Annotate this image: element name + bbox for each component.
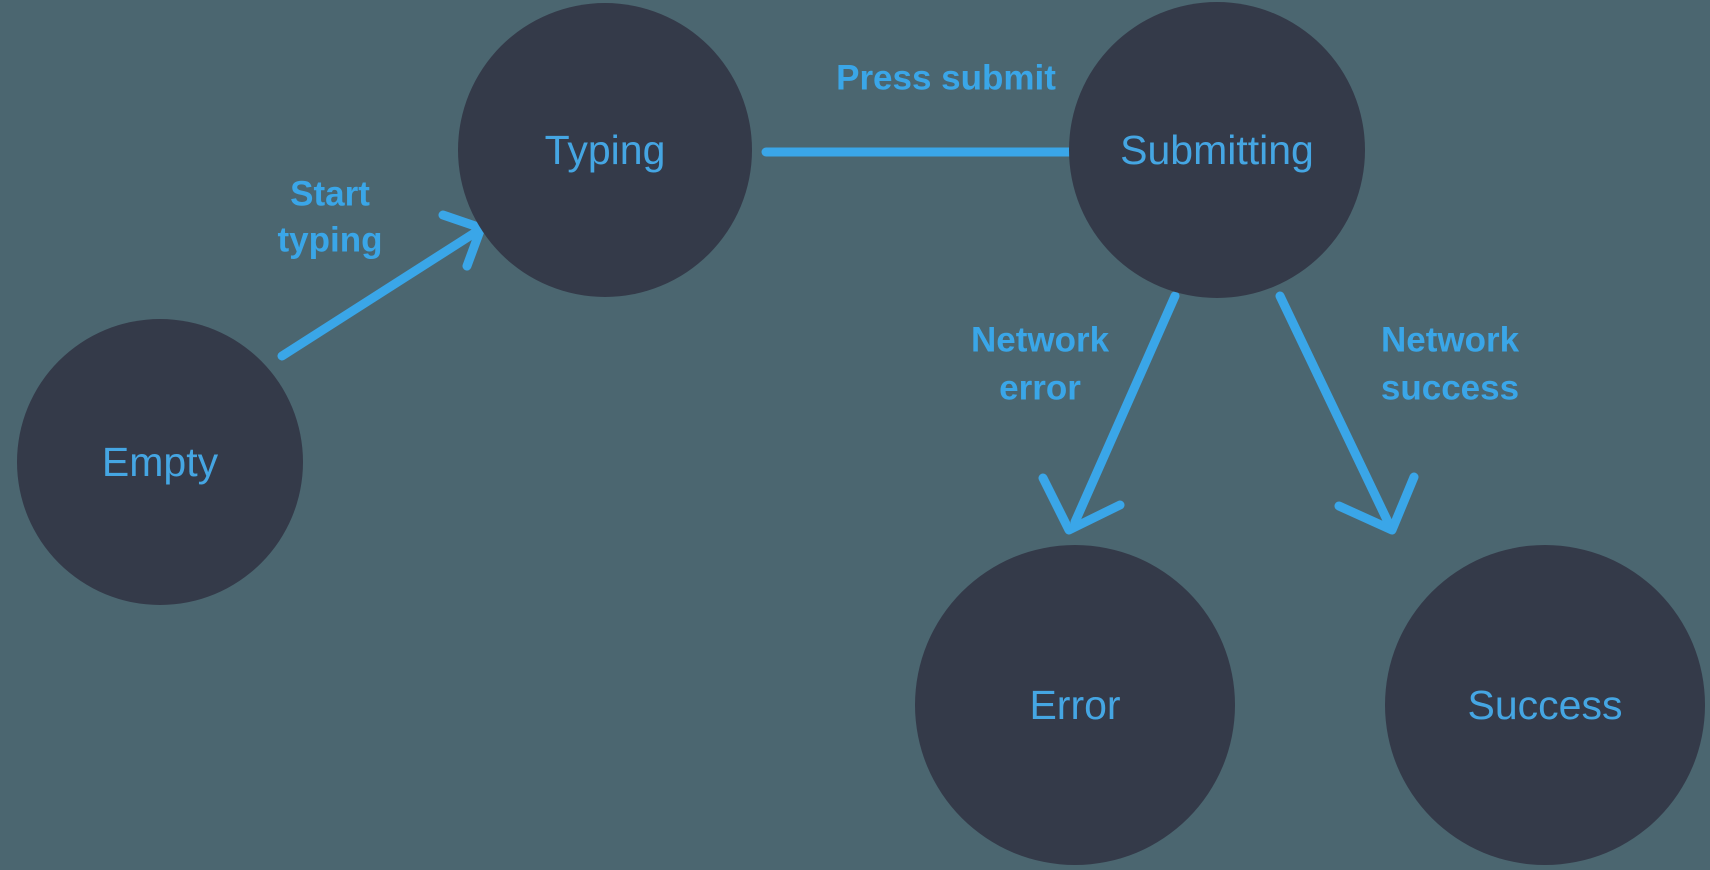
state-node-empty[interactable]: Empty [17,319,303,605]
state-label-error: Error [1029,682,1120,728]
edge-label-start-typing-line2: typing [278,220,383,259]
edge-label-press-submit: Press submit [836,58,1056,97]
state-circle-empty[interactable] [17,319,303,605]
state-node-typing[interactable]: Typing [458,3,752,297]
state-node-error[interactable]: Error [915,545,1235,865]
state-label-submitting: Submitting [1120,127,1314,173]
state-circle-success[interactable] [1385,545,1705,865]
edge-line-start-typing [277,227,481,361]
edge-label-network-error-line2: error [999,368,1081,407]
state-circle-error[interactable] [915,545,1235,865]
state-node-submitting[interactable]: Submitting [1069,2,1365,298]
edge-label-start-typing: Start [290,174,370,213]
transition-start-typing: Start typing [277,174,486,361]
transition-network-error: Network error [971,291,1180,535]
edge-label-network-success-line2: success [1381,368,1519,407]
state-label-success: Success [1468,682,1623,728]
edge-line-network-success [1275,291,1393,527]
edge-label-network-error: Network [971,320,1110,359]
edge-line-network-error [1070,291,1180,527]
state-label-empty: Empty [102,439,219,485]
arrowhead-network-success [1334,472,1419,535]
transition-press-submit: Press submit [761,58,1148,187]
state-label-typing: Typing [545,127,666,173]
state-circle-typing[interactable] [458,3,752,297]
state-node-success[interactable]: Success [1385,545,1705,865]
arrowhead-network-error [1038,473,1125,535]
edge-label-network-success: Network [1381,320,1520,359]
state-circle-submitting[interactable] [1069,2,1365,298]
transition-network-success: Network success [1275,291,1520,535]
